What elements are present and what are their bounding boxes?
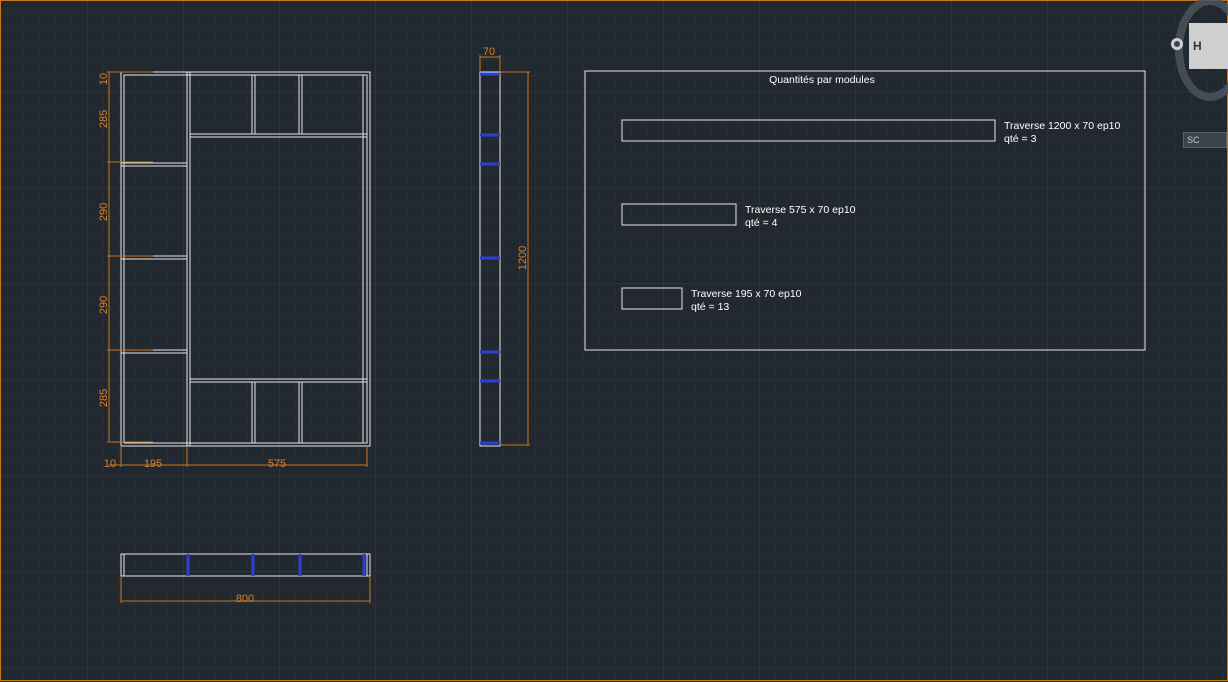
plan-outer[interactable] — [120, 553, 371, 577]
quantities-title: Quantités par modules — [769, 74, 875, 86]
viewcube-face[interactable]: H — [1189, 23, 1228, 69]
plan-view[interactable]: 800 — [120, 553, 371, 605]
traverse-1200-qty: qté = 3 — [1004, 133, 1037, 145]
dim-plan-width: 800 — [236, 593, 254, 605]
quantities-frame[interactable] — [584, 70, 1146, 351]
traverse-195-shape[interactable] — [621, 287, 683, 310]
front-horizontal-dimensions[interactable]: 10 195 575 — [104, 446, 368, 470]
side-view[interactable]: 70 1200 — [479, 46, 530, 447]
dim-left-1: 285 — [98, 110, 110, 128]
traverse-195-label: Traverse 195 x 70 ep10 — [691, 288, 802, 300]
dim-side-height: 1200 — [517, 246, 529, 270]
dim-left-2: 290 — [98, 203, 110, 221]
viewcube-compass-ring[interactable] — [1175, 0, 1228, 101]
traverse-575-shape[interactable] — [621, 203, 737, 226]
quantities-table[interactable]: Quantités par modules Traverse 1200 x 70… — [584, 70, 1146, 351]
viewcube[interactable]: H SC — [1171, 0, 1228, 148]
dim-left-4: 285 — [98, 389, 110, 407]
traverse-1200-shape[interactable] — [621, 119, 996, 142]
front-vertical-dimensions[interactable]: 10 285 290 290 285 — [98, 71, 153, 443]
traverse-575-qty: qté = 4 — [745, 217, 778, 229]
wcs-menu[interactable]: SC — [1183, 132, 1227, 148]
dim-side-width: 70 — [483, 46, 495, 58]
viewcube-home-icon[interactable] — [1171, 38, 1183, 50]
dim-bottom-left: 10 — [104, 458, 116, 470]
dim-bottom-right: 575 — [268, 458, 286, 470]
traverse-1200-label: Traverse 1200 x 70 ep10 — [1004, 120, 1121, 132]
dim-top-edge: 10 — [98, 73, 110, 85]
traverse-575-label: Traverse 575 x 70 ep10 — [745, 204, 856, 216]
traverse-195-qty: qté = 13 — [691, 301, 729, 313]
dim-left-3: 290 — [98, 296, 110, 314]
front-view[interactable] — [120, 71, 371, 447]
dim-bottom-mid: 195 — [144, 458, 162, 470]
